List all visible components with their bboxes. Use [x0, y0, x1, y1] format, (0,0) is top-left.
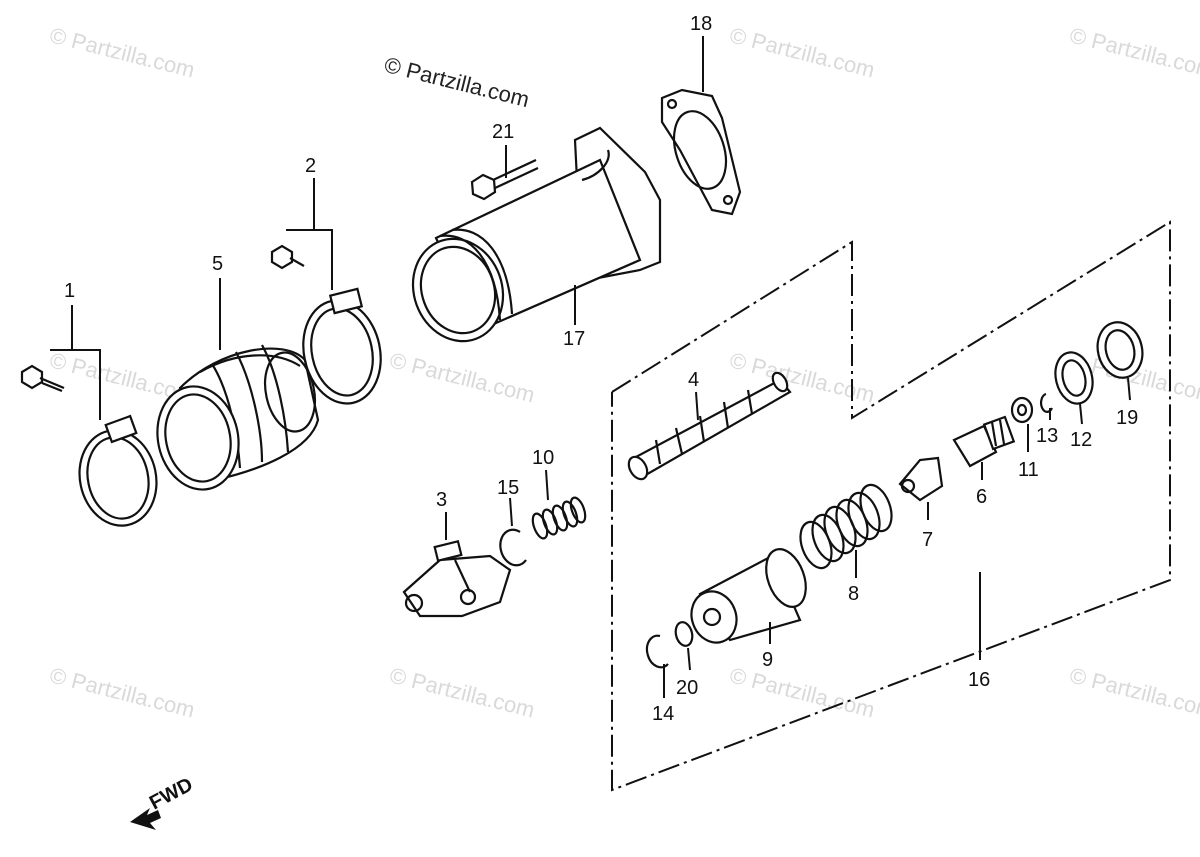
- callout-5: 5: [212, 253, 223, 275]
- part-17-housing: [411, 126, 662, 343]
- callout-14: 14: [652, 703, 674, 725]
- callout-20: 20: [676, 677, 698, 699]
- callout-11: 11: [1018, 459, 1039, 481]
- callout-9: 9: [762, 649, 773, 671]
- callout-21: 21: [492, 121, 514, 143]
- callout-4: 4: [688, 369, 699, 391]
- callout-13: 13: [1036, 425, 1058, 447]
- part-3-universal-joint: [402, 539, 512, 618]
- fwd-label: FWD: [146, 774, 197, 815]
- part-20-oring: [674, 621, 694, 647]
- callout-15: 15: [497, 477, 519, 499]
- callout-7: 7: [922, 529, 933, 551]
- part-12-seal: [1054, 351, 1094, 405]
- part-15-circlip: [499, 528, 527, 567]
- part-14-snap-ring: [645, 634, 669, 669]
- callout-17: 17: [563, 328, 585, 350]
- callout-16: 16: [968, 669, 990, 691]
- callout-1: 1: [64, 280, 75, 302]
- part-2-clamp: [270, 244, 382, 405]
- callout-2: 2: [305, 155, 316, 177]
- assembly-outline: [611, 220, 1171, 792]
- part-7-cam: [898, 456, 944, 502]
- part-8-spring: [799, 483, 893, 570]
- part-5-boot: [156, 344, 320, 491]
- callout-18: 18: [690, 13, 712, 35]
- part-1-clamp: [20, 364, 158, 527]
- part-10-spring: [531, 496, 587, 540]
- fwd-arrow: FWD: [130, 774, 197, 830]
- callout-6: 6: [976, 486, 987, 508]
- part-6-gear: [952, 415, 1016, 468]
- part-11-bearing: [1010, 396, 1034, 424]
- part-18-gasket: [660, 88, 742, 216]
- part-9-sleeve: [690, 548, 807, 644]
- part-19-oil-seal: [1096, 321, 1144, 379]
- callout-8: 8: [848, 583, 859, 605]
- callout-10: 10: [532, 447, 554, 469]
- part-4-shaft: [627, 371, 792, 481]
- callout-3: 3: [436, 489, 447, 511]
- callout-12: 12: [1070, 429, 1092, 451]
- callout-19: 19: [1116, 407, 1138, 429]
- part-21-bolt: [470, 159, 539, 201]
